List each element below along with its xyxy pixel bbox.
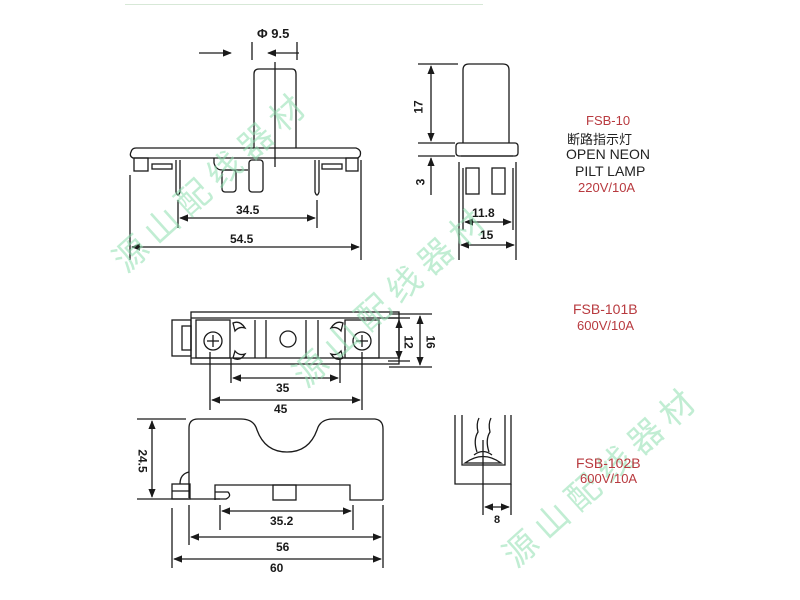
fsb10-name-en-2: PILT LAMP: [575, 163, 646, 179]
dim-inner-height: 12: [401, 335, 416, 349]
dim-clip-span: 35: [276, 381, 290, 395]
fsb101b-top-view: [171, 311, 432, 410]
fsb10-side-view: [418, 63, 519, 260]
fsb102b-model: FSB-102B: [576, 455, 641, 471]
dim-inner-width: 11.8: [472, 206, 495, 220]
fsb10-model: FSB-10: [586, 113, 631, 128]
fsb102b-rating: 600V/10A: [580, 471, 638, 486]
fsb101b-model: FSB-101B: [573, 301, 638, 317]
dim-overall-length: 60: [270, 561, 284, 575]
dim-clip-offset: 8: [494, 514, 501, 526]
top-divider-line: [125, 4, 483, 5]
dim-base-height: 3: [413, 178, 428, 186]
dim-lamp-height: 17: [411, 100, 426, 114]
fsb10-rating: 220V/10A: [578, 180, 636, 195]
dim-rail-span: 35.2: [270, 514, 294, 528]
fsb101b-rating: 600V/10A: [577, 318, 635, 333]
fsb10-name-en-1: OPEN NEON: [566, 146, 651, 162]
fsb10-name-cn: 断路指示灯: [567, 133, 633, 148]
dim-outer-height: 16: [423, 335, 438, 349]
dim-diameter: Φ 9.5: [257, 26, 290, 41]
fsb101b-side-view: [137, 418, 384, 568]
dim-pin-span: 34.5: [236, 203, 260, 217]
dim-overall-width: 54.5: [230, 232, 254, 246]
fsb10-front-view: [129, 42, 362, 260]
dim-outer-width: 15: [480, 228, 494, 242]
dim-screw-span: 45: [274, 402, 288, 416]
dim-body-length: 56: [276, 540, 290, 554]
fsb102b-clip-view: [454, 415, 512, 515]
dim-height: 24.5: [135, 449, 150, 473]
